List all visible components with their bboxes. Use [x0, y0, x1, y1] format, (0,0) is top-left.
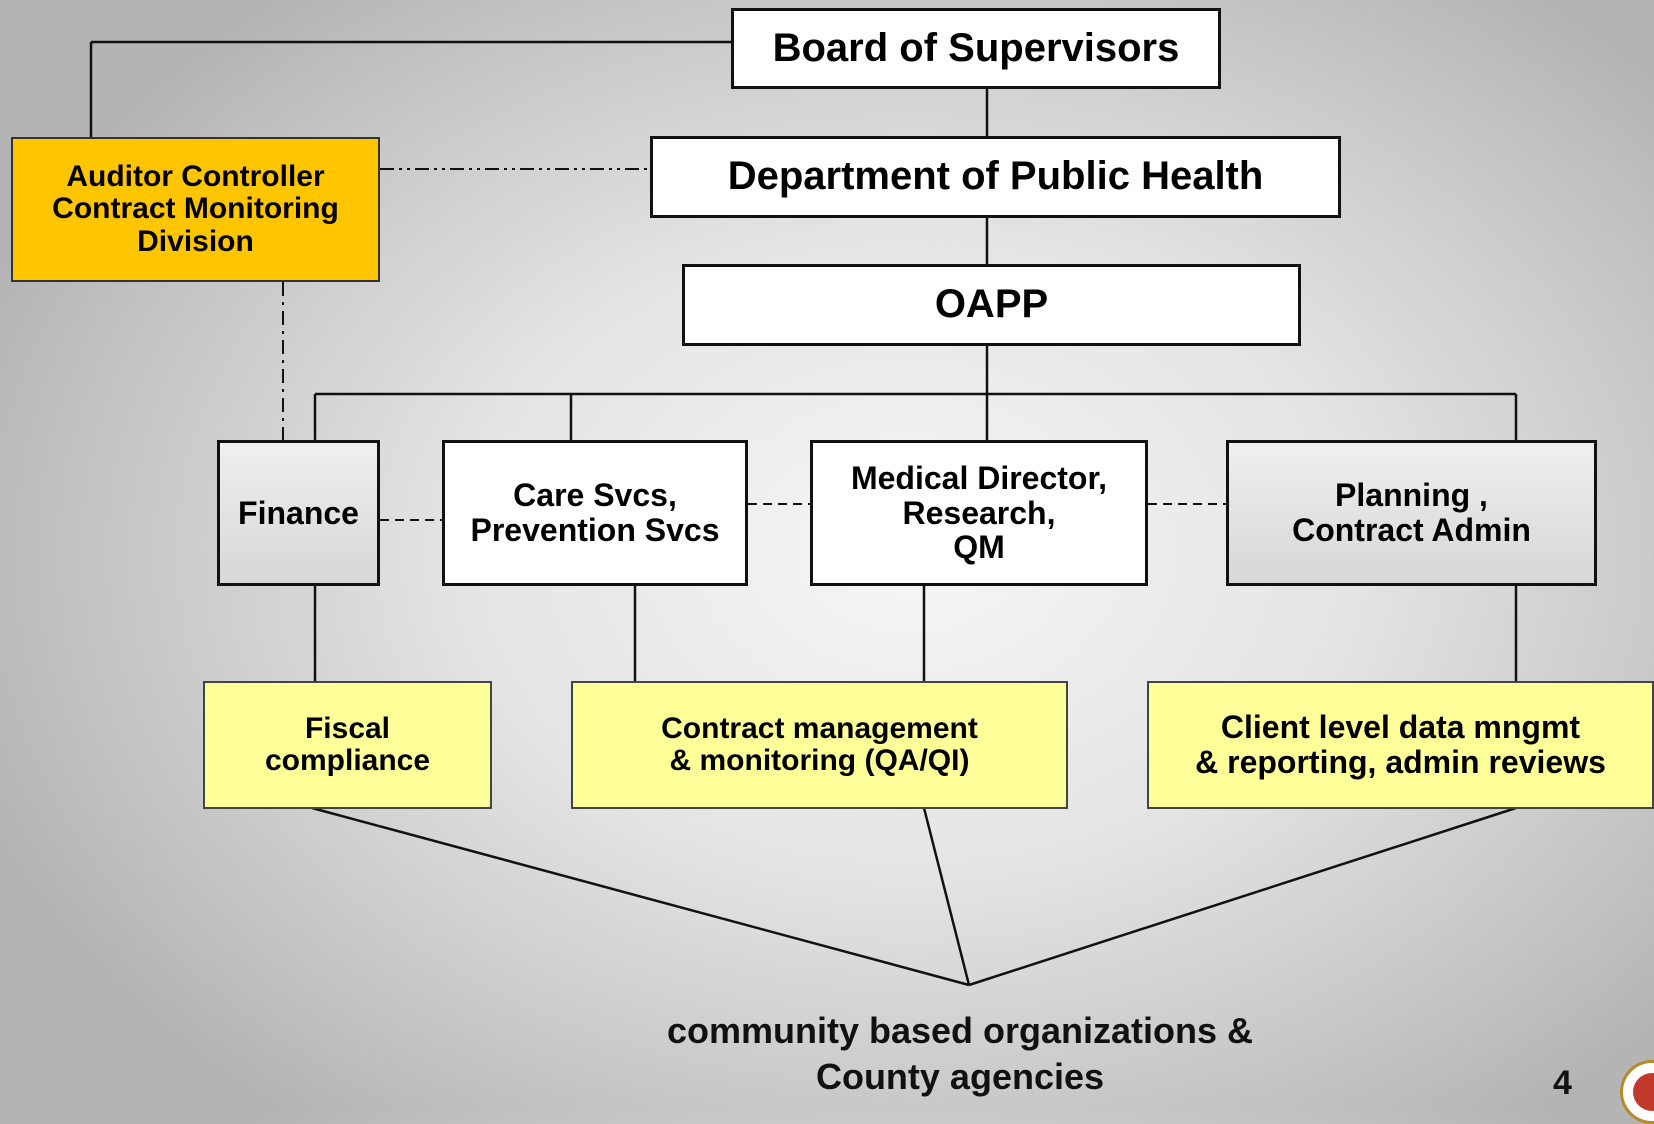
planning-contract-admin-box: Planning , Contract Admin — [1226, 440, 1597, 586]
oapp-label: OAPP — [934, 282, 1049, 327]
medical-line-2: Research, — [902, 494, 1056, 531]
board-of-supervisors-box: Board of Supervisors — [731, 8, 1221, 89]
auditor-line-2: Contract Monitoring — [52, 192, 339, 226]
oapp-box: OAPP — [682, 264, 1301, 346]
fiscal-line-1: Fiscal — [304, 711, 391, 745]
fiscal-line-2: compliance — [264, 744, 431, 777]
auditor-line-3: Division — [137, 224, 254, 258]
line-fiscal-to-community — [311, 806, 970, 987]
client-line-1: Client level data mngmt — [1220, 709, 1581, 746]
line-contract-to-community — [922, 807, 971, 986]
department-of-public-health-label: Department of Public Health — [727, 154, 1264, 199]
planning-line-2: Contract Admin — [1292, 512, 1531, 548]
contract-management-box: Contract management & monitoring (QA/QI) — [571, 681, 1068, 809]
caption-line-1: community based organizations & — [666, 1010, 1254, 1051]
page-number: 4 — [1553, 1064, 1572, 1102]
fiscal-compliance-box: Fiscal compliance — [203, 681, 492, 809]
finance-label: Finance — [238, 494, 359, 531]
client-line-2: & reporting, admin reviews — [1195, 744, 1606, 780]
finance-box: Finance — [217, 440, 380, 586]
medical-director-box: Medical Director, Research, QM — [810, 440, 1148, 586]
board-of-supervisors-label: Board of Supervisors — [772, 25, 1180, 70]
community-organizations-caption: community based organizations & County a… — [500, 1008, 1420, 1100]
auditor-line-1: Auditor Controller — [66, 159, 325, 193]
contract-line-1: Contract management — [661, 711, 978, 745]
line-client-to-community — [968, 806, 1517, 987]
auditor-controller-box: Auditor Controller Contract Monitoring D… — [11, 137, 380, 282]
care-prevention-services-box: Care Svcs, Prevention Svcs — [442, 440, 748, 586]
care-line-2: Prevention Svcs — [470, 512, 720, 548]
client-level-data-box: Client level data mngmt & reporting, adm… — [1147, 681, 1654, 809]
medical-line-3: QM — [953, 529, 1005, 566]
planning-line-1: Planning , — [1335, 477, 1488, 514]
care-line-1: Care Svcs, — [513, 477, 677, 514]
medical-line-1: Medical Director, — [850, 460, 1108, 497]
caption-line-2: County agencies — [815, 1056, 1105, 1098]
department-of-public-health-box: Department of Public Health — [650, 136, 1341, 218]
contract-line-2: & monitoring (QA/QI) — [669, 744, 970, 777]
